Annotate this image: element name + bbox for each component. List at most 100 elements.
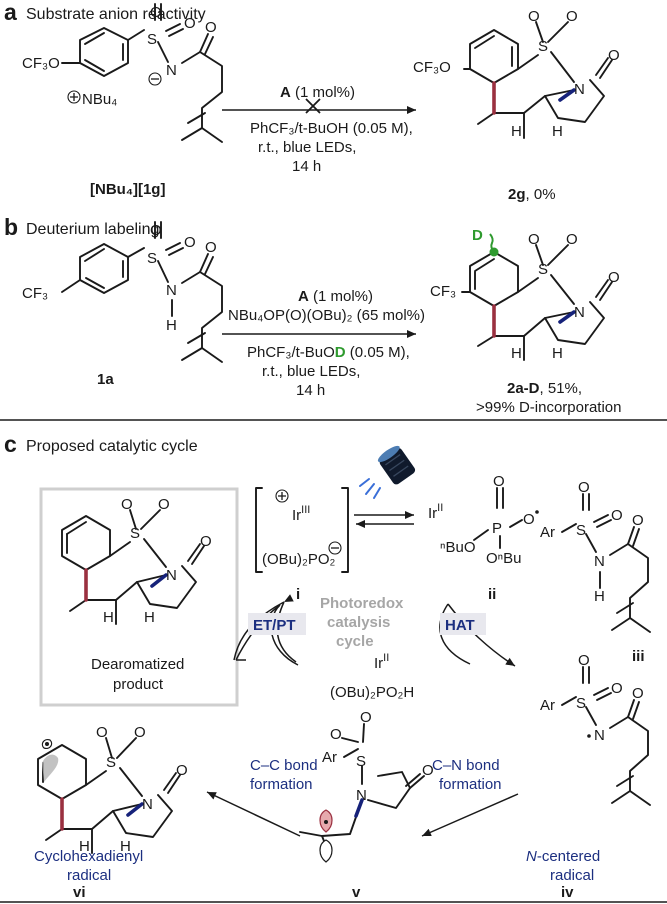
arrow-v-to-vi xyxy=(206,791,301,837)
sm-1a-nitrogen: N xyxy=(166,282,177,299)
prod-deuterium-label: D xyxy=(472,227,483,244)
species-iv-oxygen-1: O xyxy=(578,652,590,669)
species-v-sulfur: S xyxy=(356,753,366,770)
species-iii-oxygen-1: O xyxy=(578,479,590,496)
arrow-iv-to-v xyxy=(421,793,519,837)
species-v-oxygen-2: O xyxy=(360,709,372,726)
phosphoric-acid: (OBu)₂PO₂H xyxy=(330,684,414,701)
species-ii-phosphorus: P xyxy=(492,520,502,537)
prod-2g-oxygen-2: O xyxy=(566,8,578,25)
sm-carbonyl-oxygen: O xyxy=(205,19,217,36)
sm-1a-oxygen-1: O xyxy=(150,222,162,239)
sm-1a-sulfur: S xyxy=(147,250,157,267)
prod-2g-carbonyl-o: O xyxy=(608,47,620,64)
species-v-nitrogen: N xyxy=(356,787,367,804)
species-v-ar: Ar xyxy=(322,749,337,766)
dearom-caption-line1: Dearomatized xyxy=(91,656,184,673)
dearom-oxygen-1: O xyxy=(121,496,133,513)
species-vi-oxygen-1: O xyxy=(96,724,108,741)
species-iii-ar: Ar xyxy=(540,524,555,541)
sm-1a-cf3: CF₃ xyxy=(22,285,48,302)
prod-2a-nitrogen: N xyxy=(574,304,585,321)
species-v-oxygen-1: O xyxy=(330,726,342,743)
ir2-bottom-label: IrII xyxy=(374,652,389,672)
species-ii-oxygen-radical: O xyxy=(523,511,535,528)
sm-oxygen-right: O xyxy=(184,15,196,32)
prod-2a-h-left: H xyxy=(511,345,522,362)
prod-2a-oxygen-1: O xyxy=(528,231,540,248)
cond-b-solvent: PhCF₃/t-BuOD (0.05 M), xyxy=(247,344,410,361)
species-vi-h-left: H xyxy=(79,838,90,855)
etpt-arc-left xyxy=(233,594,294,661)
species-v-structure xyxy=(299,723,425,863)
cycle-center-line3: cycle xyxy=(336,633,374,650)
panel-a-title: Substrate anion reactivity xyxy=(26,6,206,23)
dearom-caption-line2: product xyxy=(113,676,164,693)
prod-2g-sulfur: S xyxy=(538,38,548,55)
cn-bond-line1: C–N bond xyxy=(432,757,500,774)
minus-charge-icon xyxy=(148,72,162,86)
etpt-step-label: ET/PT xyxy=(253,617,296,634)
species-vi-caption-line1: Cyclohexadienyl xyxy=(34,848,143,865)
species-iii-nitrogen: N xyxy=(594,553,605,570)
species-iii-hydrogen: H xyxy=(594,588,605,605)
sm-1g-label: [NBu₄][1g] xyxy=(90,181,165,198)
cond-a-time: 14 h xyxy=(292,158,321,175)
dearom-nitrogen: N xyxy=(166,567,177,584)
species-vi-nitrogen: N xyxy=(142,796,153,813)
dearom-h-right: H xyxy=(144,609,155,626)
dearomatized-product-structure xyxy=(61,509,205,625)
prod-2a-oxygen-2: O xyxy=(566,231,578,248)
species-v-carbonyl-o: O xyxy=(422,762,434,779)
cond-b-catalyst: A (1 mol%) xyxy=(298,288,373,305)
substrate-1a-structure xyxy=(61,221,223,363)
product-2a-d-structure xyxy=(461,233,613,361)
sm-1a-hydrogen: H xyxy=(166,317,177,334)
prod-2a-label: 2a-D, 51%, xyxy=(507,380,582,397)
species-iii-structure xyxy=(561,493,651,633)
species-vi-carbonyl-o: O xyxy=(176,762,188,779)
prod-2a-incorporation: >99% D-incorporation xyxy=(476,399,622,416)
species-iv-caption-line1: N-centered xyxy=(526,848,600,865)
hat-arc-left xyxy=(439,603,471,665)
species-iv-structure xyxy=(561,666,651,806)
species-vi-label: vi xyxy=(73,884,86,901)
substrate-1g-anion xyxy=(61,3,223,143)
hat-arc-right xyxy=(447,603,516,667)
sm-1a-carbonyl-o: O xyxy=(205,239,217,256)
sm-1a-oxygen-2: O xyxy=(184,234,196,251)
prod-2a-sulfur: S xyxy=(538,261,548,278)
phosphate-anion: (OBu)₂PO₂ xyxy=(262,551,336,568)
cycle-center-line1: Photoredox xyxy=(320,595,404,612)
prod-2a-carbonyl-o: O xyxy=(608,269,620,286)
panel-c-letter: c xyxy=(4,431,17,457)
species-iii-sulfur: S xyxy=(576,522,586,539)
etpt-arc-right xyxy=(276,601,297,663)
cn-bond-line2: formation xyxy=(439,776,502,793)
species-ii-onbu-right: OⁿBu xyxy=(486,550,522,567)
prod-2a-cf3: CF₃ xyxy=(430,283,456,300)
dearom-carbonyl-o: O xyxy=(200,533,212,550)
species-iv-caption-line2: radical xyxy=(550,867,594,884)
panel-c-title: Proposed catalytic cycle xyxy=(26,438,198,455)
species-iv-carbonyl-o: O xyxy=(632,685,644,702)
cond-b-additive: NBu₄OP(O)(OBu)₂ (65 mol%) xyxy=(228,307,425,324)
species-ii-nbuo-left: ⁿBuO xyxy=(440,539,476,556)
dearom-h-left: H xyxy=(103,609,114,626)
panel-a-letter: a xyxy=(4,0,17,25)
species-iv-nitrogen: N xyxy=(594,727,605,744)
dearomatized-product-box xyxy=(39,487,239,707)
species-ii-oxygen-top: O xyxy=(493,473,505,490)
species-iv-sulfur: S xyxy=(576,695,586,712)
panel-b-title: Deuterium labeling xyxy=(26,221,159,238)
prod-2a-h-right: H xyxy=(552,345,563,362)
species-v-label: v xyxy=(352,884,361,901)
species-vi-sulfur: S xyxy=(106,754,116,771)
cond-b-temp: r.t., blue LEDs, xyxy=(262,363,360,380)
plus-charge-icon xyxy=(67,90,81,104)
cc-bond-line2: formation xyxy=(250,776,313,793)
cond-b-time: 14 h xyxy=(296,382,325,399)
species-iii-label: iii xyxy=(632,648,645,665)
cycle-center-line2: catalysis xyxy=(327,614,390,631)
